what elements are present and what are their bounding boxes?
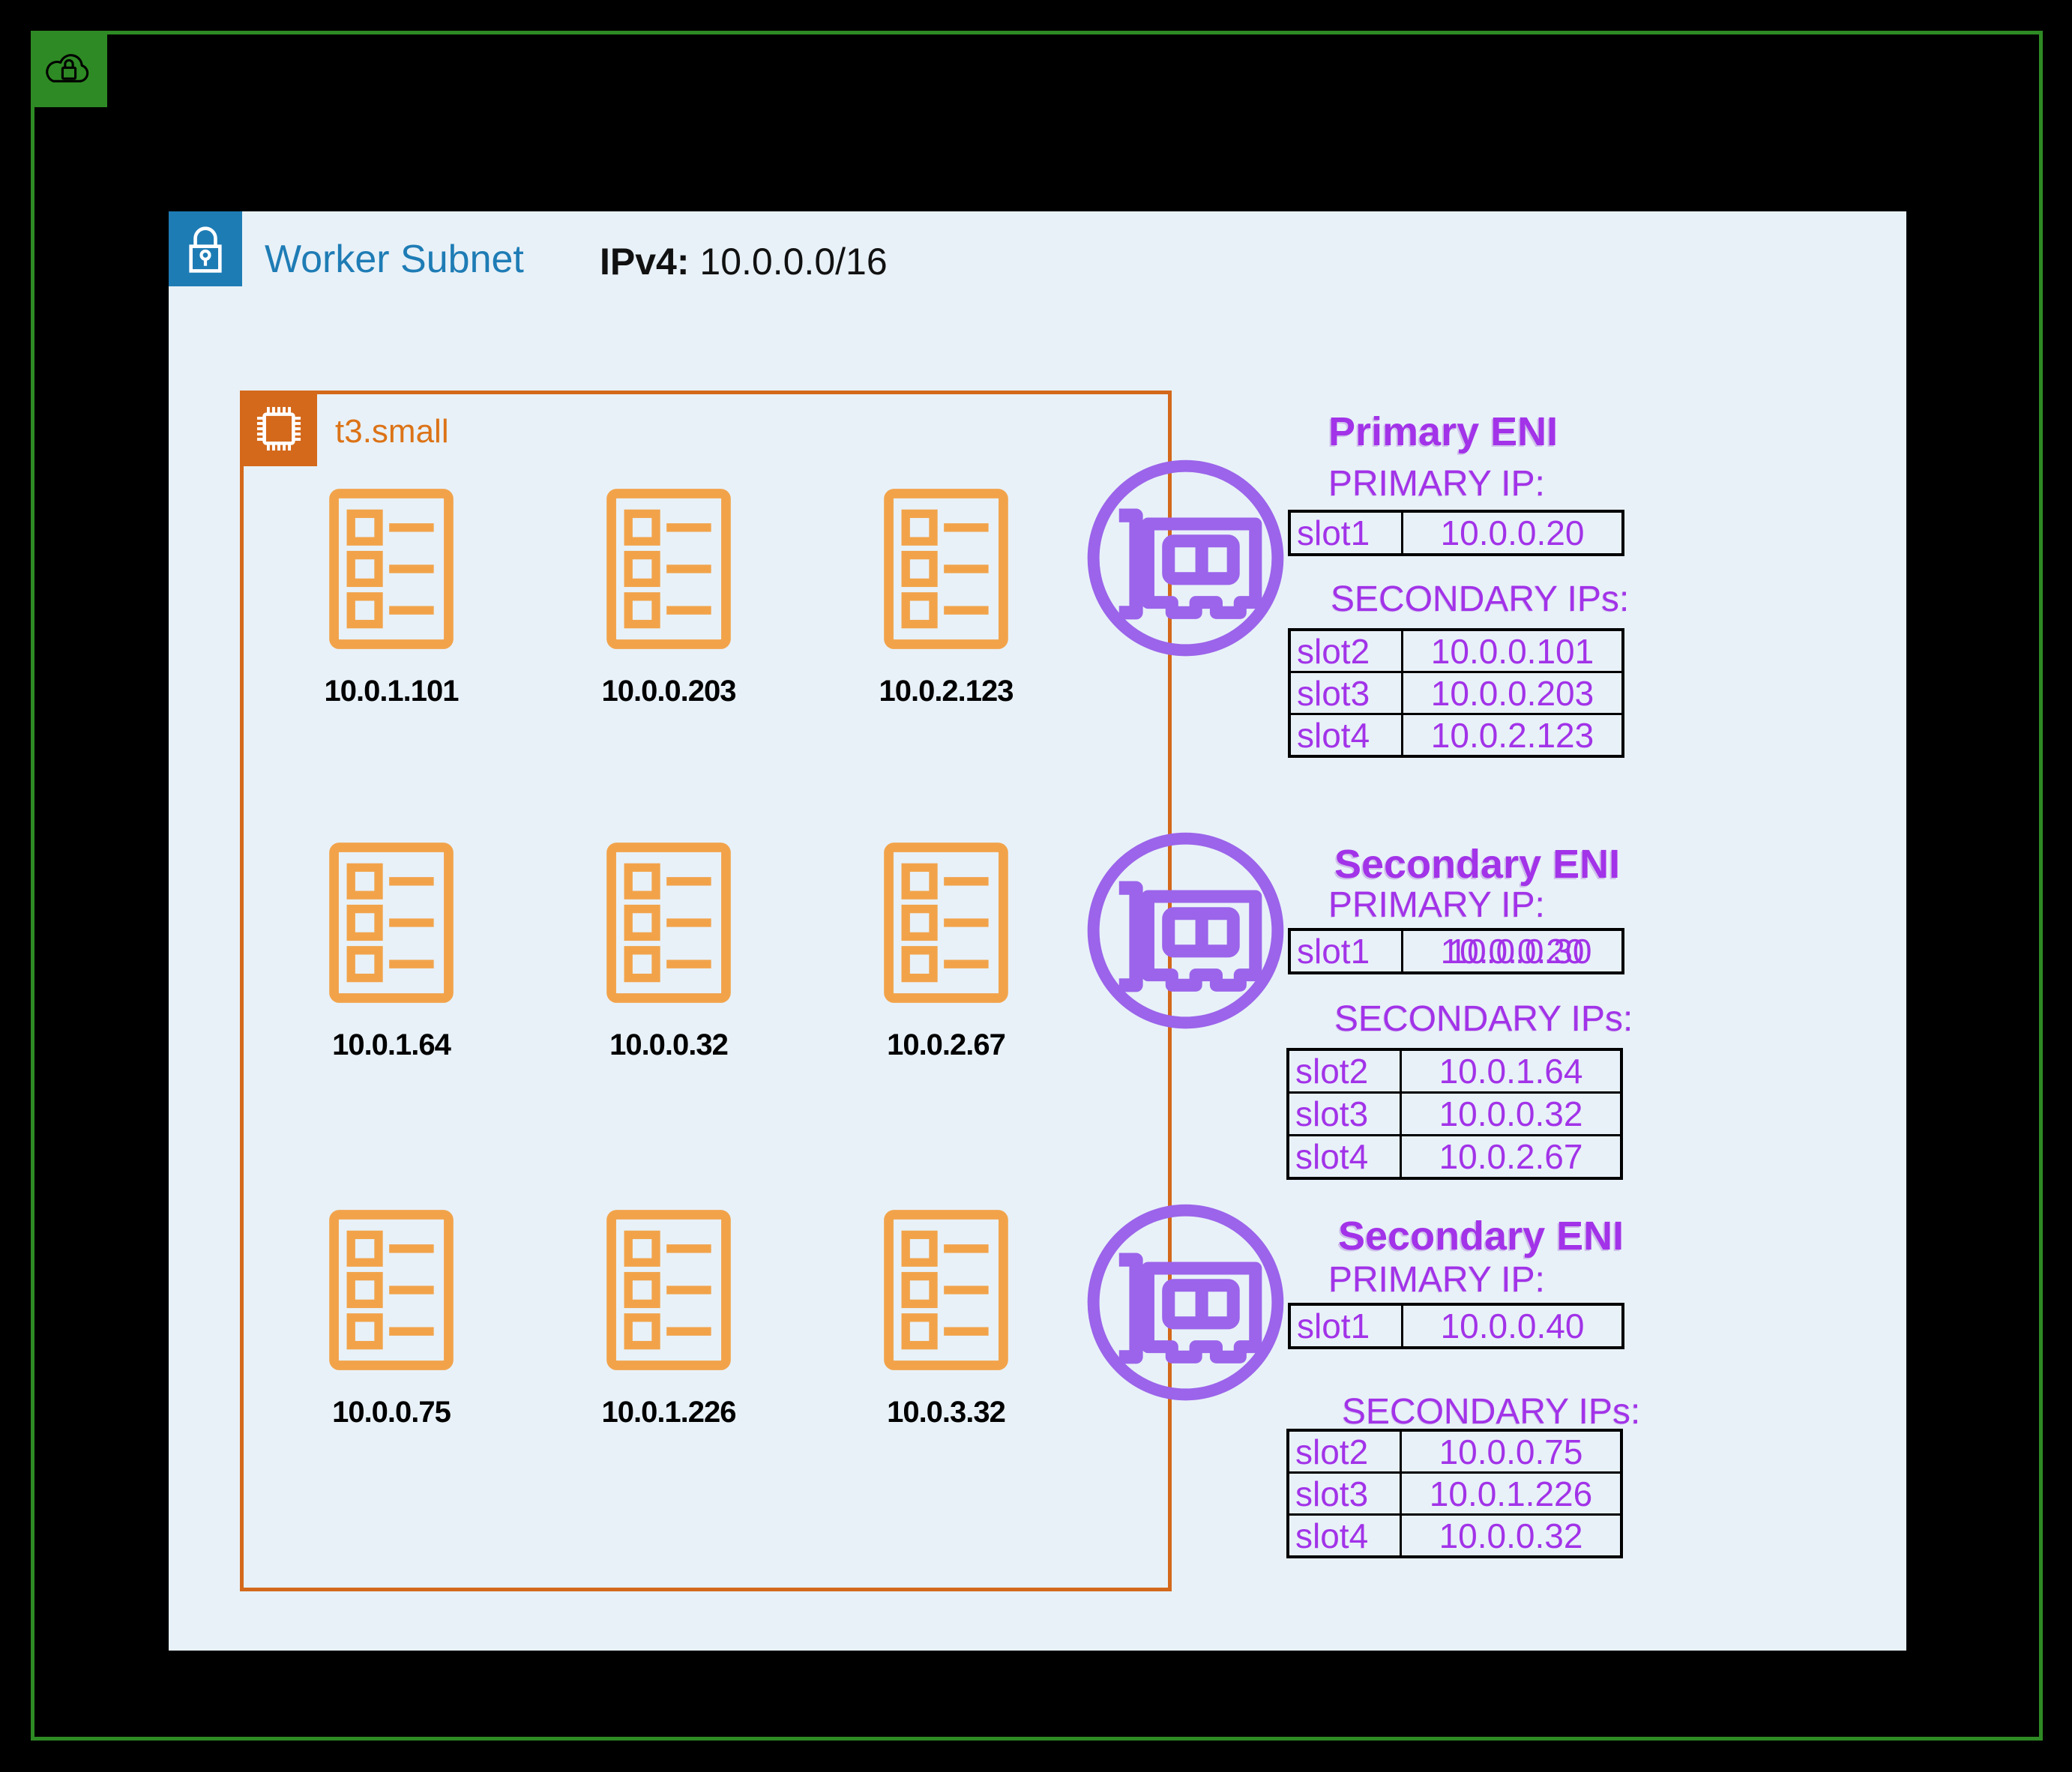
ip-cell: 10.0.0.75: [1439, 1432, 1583, 1471]
primary-ip-table: slot1 10.0.0.20: [1288, 510, 1624, 556]
primary-ip-label: PRIMARY IP:: [1328, 885, 1545, 925]
primary-ip-label: PRIMARY IP:: [1328, 464, 1545, 504]
ip-cell: 10.0.2.67: [1439, 1137, 1583, 1176]
pod-icon: [882, 841, 1010, 1004]
pod-icon: [882, 1208, 1010, 1372]
ipv4-value: 10.0.0.0/16: [699, 241, 888, 283]
ip-cell: 10.0.0.203: [1430, 673, 1594, 713]
ip-cell: 10.0.0.32: [1439, 1516, 1583, 1555]
pod-icon: [605, 487, 732, 651]
pod-ip-label: 10.0.0.32: [609, 1028, 729, 1061]
slot-cell: slot3: [1291, 673, 1403, 713]
eni-icon: [1083, 1200, 1288, 1405]
slot-cell: slot4: [1289, 1136, 1402, 1177]
ip-value: 10.0.0.20: [1440, 932, 1585, 971]
subnet-cidr: IPv4: 10.0.0.0/16: [600, 240, 888, 283]
slot-cell: slot2: [1289, 1432, 1402, 1471]
table-row: slot4 10.0.2.123: [1291, 713, 1621, 755]
pod-icon: [605, 841, 732, 1004]
pod-ip-label: 10.0.2.123: [879, 675, 1014, 708]
secondary-ip-table: slot2 10.0.0.101 slot3 10.0.0.203 slot4 …: [1288, 628, 1624, 758]
eni-section-title: Primary ENI: [1328, 409, 1558, 454]
secondary-ips-label: SECONDARY IPs:: [1331, 579, 1630, 619]
vpc-boundary: [31, 31, 2043, 1741]
ip-cell: 10.0.0.32: [1439, 1094, 1583, 1133]
vpc-badge: [31, 31, 107, 107]
slot-cell: slot4: [1289, 1516, 1402, 1555]
ip-cell: 10.0.0.40: [1440, 1307, 1585, 1345]
pod-ip-label: 10.0.1.64: [332, 1028, 451, 1061]
instance-type-label: t3.small: [335, 413, 449, 450]
pod-ip-label: 10.0.3.32: [887, 1396, 1006, 1429]
subnet-lock-icon: [174, 217, 237, 281]
table-row: slot3 10.0.1.226: [1289, 1471, 1620, 1513]
ip-value-overlap: 10.0.0.30: [1448, 932, 1592, 971]
ip-cell-overlapping: 10.0.0.20 10.0.0.30: [1403, 931, 1621, 971]
slot-cell: slot4: [1291, 715, 1403, 755]
pod-ip-label: 10.0.2.67: [887, 1028, 1006, 1061]
table-row: slot2 10.0.1.64: [1289, 1051, 1620, 1091]
ip-cell: 10.0.0.101: [1430, 631, 1594, 671]
primary-ip-table: slot1 10.0.0.20 10.0.0.30: [1288, 928, 1624, 974]
secondary-ips-label: SECONDARY IPs:: [1334, 999, 1633, 1039]
slot-cell: slot2: [1289, 1051, 1402, 1091]
subnet-badge: [169, 211, 242, 286]
pod-ip-label: 10.0.1.226: [601, 1396, 736, 1429]
ip-cell: 10.0.1.226: [1429, 1474, 1593, 1513]
eni-section-title: Secondary ENI: [1334, 842, 1621, 887]
worker-subnet-panel: [169, 211, 1906, 1651]
table-row: slot4 10.0.2.67: [1289, 1134, 1620, 1177]
ip-cell: 10.0.1.64: [1439, 1052, 1583, 1091]
secondary-ip-table: slot2 10.0.1.64 slot3 10.0.0.32 slot4 10…: [1286, 1048, 1623, 1180]
subnet-title: Worker Subnet: [265, 238, 524, 281]
secondary-ips-label: SECONDARY IPs:: [1342, 1392, 1641, 1432]
table-row: slot1 10.0.0.20 10.0.0.30: [1291, 931, 1621, 971]
table-row: slot2 10.0.0.101: [1291, 631, 1621, 671]
vpc-cloud-lock-icon: [37, 37, 101, 101]
table-row: slot1 10.0.0.40: [1291, 1306, 1621, 1346]
ip-cell: 10.0.0.20: [1440, 513, 1585, 552]
pod-ip-label: 10.0.0.203: [601, 675, 736, 708]
instance-badge: [240, 391, 317, 466]
slot-cell: slot1: [1291, 931, 1403, 971]
eni-icon: [1083, 828, 1288, 1033]
eni-section-title: Secondary ENI: [1338, 1214, 1624, 1259]
primary-ip-label: PRIMARY IP:: [1328, 1260, 1545, 1300]
primary-ip-table: slot1 10.0.0.40: [1288, 1303, 1624, 1349]
pod-ip-label: 10.0.1.101: [324, 675, 459, 708]
table-row: slot1 10.0.0.20: [1291, 513, 1621, 553]
slot-cell: slot1: [1291, 513, 1403, 553]
slot-cell: slot1: [1291, 1306, 1403, 1346]
pod-icon: [605, 1208, 732, 1372]
ipv4-label: IPv4:: [600, 241, 690, 283]
table-row: slot2 10.0.0.75: [1289, 1432, 1620, 1471]
pod-icon: [328, 487, 455, 651]
cpu-chip-icon: [246, 396, 312, 462]
table-row: slot3 10.0.0.32: [1289, 1091, 1620, 1134]
secondary-ip-table: slot2 10.0.0.75 slot3 10.0.1.226 slot4 1…: [1286, 1429, 1623, 1558]
pod-icon: [328, 841, 455, 1004]
table-row: slot3 10.0.0.203: [1291, 671, 1621, 713]
table-row: slot4 10.0.0.32: [1289, 1513, 1620, 1555]
slot-cell: slot2: [1291, 631, 1403, 671]
eni-icon: [1083, 456, 1288, 660]
slot-cell: slot3: [1289, 1094, 1402, 1134]
pod-ip-label: 10.0.0.75: [332, 1396, 451, 1429]
ip-cell: 10.0.2.123: [1430, 715, 1594, 755]
pod-icon: [882, 487, 1010, 651]
slot-cell: slot3: [1289, 1474, 1402, 1513]
pod-icon: [328, 1208, 455, 1372]
